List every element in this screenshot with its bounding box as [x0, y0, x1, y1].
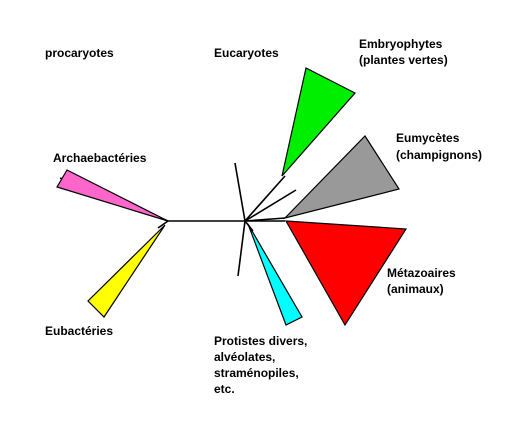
metazoaires-clade [284, 220, 408, 327]
label-eumycetes-note: (champignons) [396, 148, 482, 162]
label-procaryotes: procaryotes [45, 46, 114, 60]
archaebacteries-clade [56, 169, 169, 222]
label-eucaryotes: Eucaryotes [214, 46, 279, 60]
label-embryophytes: Embryophytes [359, 37, 443, 51]
label-protistes-line2: alvéolates, [214, 350, 275, 364]
label-eumycetes: Eumycètes [396, 131, 460, 145]
eucaryote-minor-branch-down [237, 220, 246, 277]
label-archaebacteries: Archaebactéries [53, 151, 147, 165]
label-embryophytes-note: (plantes vertes) [359, 53, 448, 67]
branch-to-embryophytes [244, 175, 286, 222]
label-protistes: Protistes divers, [214, 334, 307, 348]
label-eubacteries: Eubactéries [45, 324, 113, 338]
protistes-clade [247, 223, 303, 326]
label-protistes-line4: etc. [214, 382, 235, 396]
eubacteries-clade [87, 224, 166, 318]
eumycetes-clade [283, 135, 400, 220]
branch-to-eubacteries [157, 220, 169, 229]
embryophytes-clade [281, 67, 356, 177]
label-protistes-line3: straménopiles, [214, 366, 299, 380]
label-metazoaires-note: (animaux) [387, 282, 444, 296]
eucaryote-minor-branch-right [244, 189, 297, 222]
label-metazoaires: Métazoaires [387, 266, 456, 280]
eucaryote-minor-branch-up [234, 162, 246, 222]
